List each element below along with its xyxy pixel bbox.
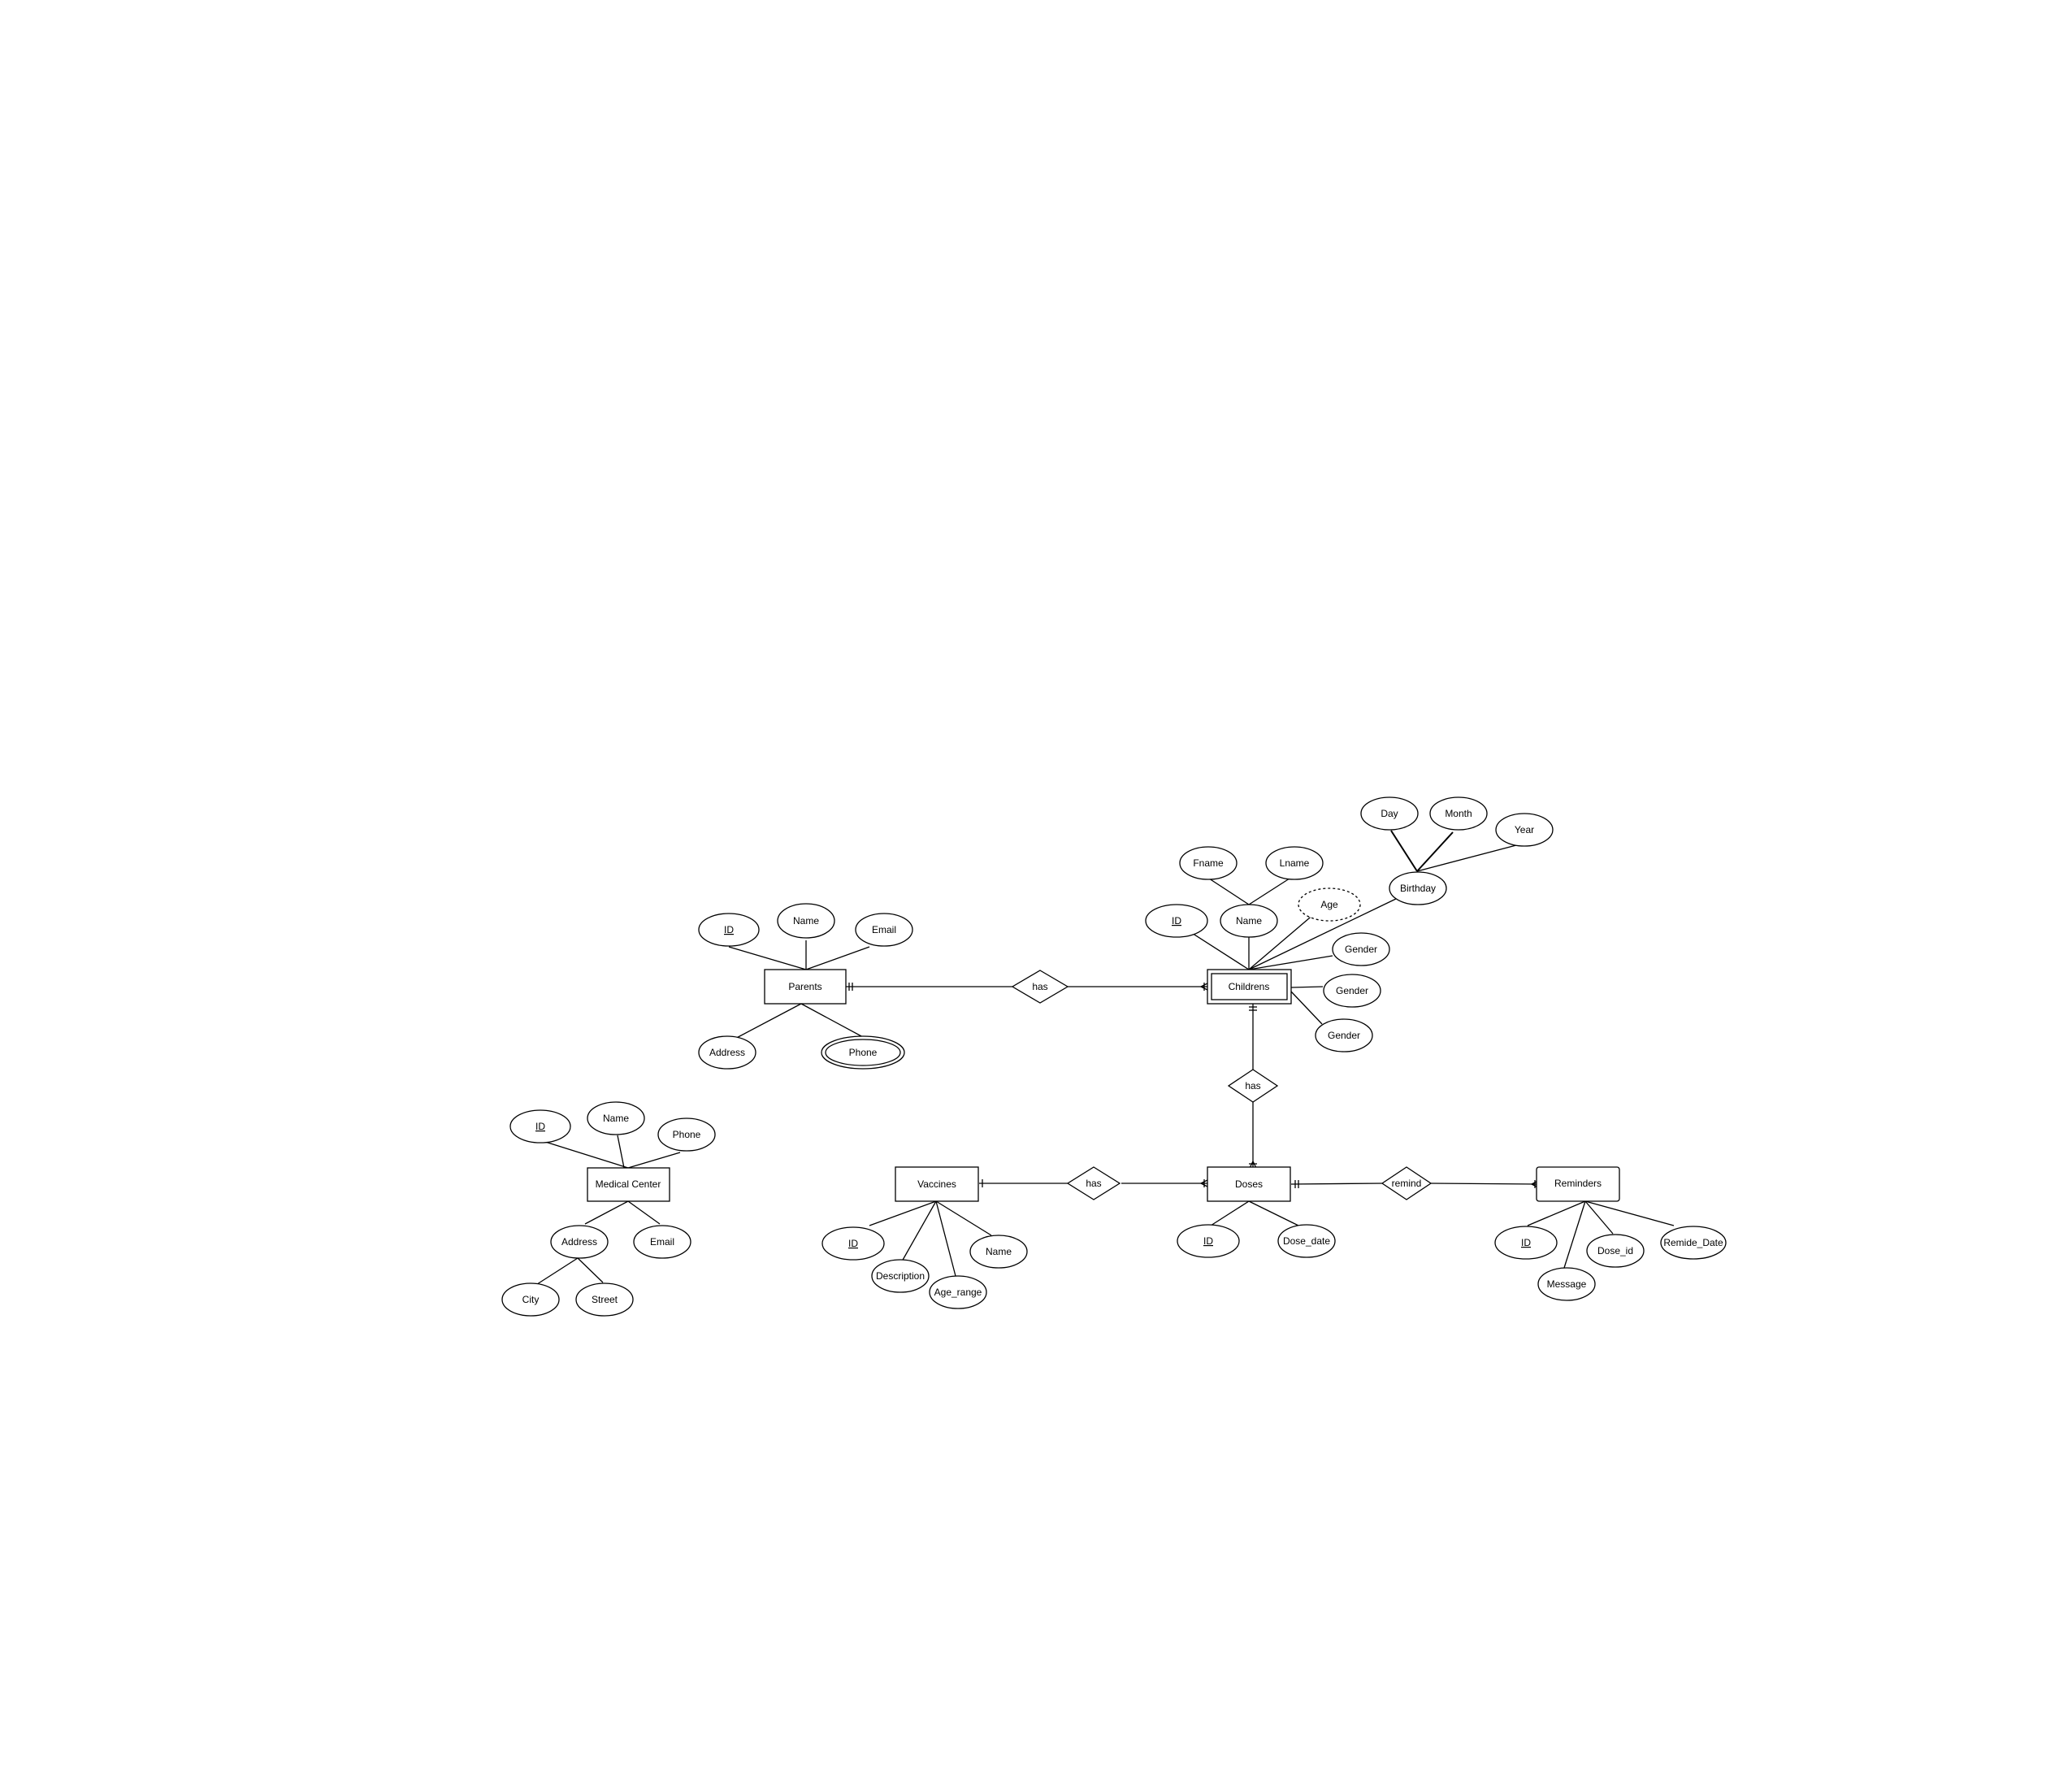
attribute-vaccines-name-label: Name (986, 1246, 1012, 1257)
attribute-parents-id[interactable]: ID (698, 913, 760, 947)
attribute-childrens-gender-2-label: Gender (1336, 985, 1368, 996)
attribute-childrens-fname[interactable]: Fname (1179, 846, 1238, 880)
attribute-childrens-name[interactable]: Name (1220, 904, 1278, 938)
attribute-childrens-gender-3-label: Gender (1328, 1030, 1360, 1041)
entity-reminders[interactable]: Reminders (1536, 1166, 1620, 1202)
entity-medical-center-label: Medical Center (596, 1178, 661, 1190)
attribute-parents-id-label: ID (724, 924, 734, 935)
entity-doses-label: Doses (1235, 1178, 1263, 1190)
attribute-medical-center-phone-label: Phone (673, 1129, 701, 1140)
relationship-childrens-doses-label: has (1245, 1080, 1260, 1091)
relationship-doses-reminders-label: remind (1392, 1178, 1422, 1189)
attribute-childrens-day-label: Day (1381, 808, 1398, 819)
attribute-reminders-dose-id[interactable]: Dose_id (1586, 1234, 1645, 1268)
attribute-doses-id-label: ID (1203, 1235, 1213, 1247)
attribute-childrens-age-label: Age (1320, 899, 1338, 910)
attribute-medical-center-id[interactable]: ID (509, 1109, 571, 1144)
attribute-childrens-age-derived[interactable]: Age (1298, 887, 1361, 922)
entity-childrens[interactable]: Childrens (1207, 969, 1292, 1005)
attribute-reminders-dose-id-label: Dose_id (1597, 1245, 1633, 1256)
attribute-doses-id[interactable]: ID (1177, 1224, 1240, 1258)
attribute-childrens-gender-1[interactable]: Gender (1332, 932, 1390, 966)
attribute-medical-center-id-label: ID (535, 1121, 545, 1132)
attribute-doses-dose-date[interactable]: Dose_date (1277, 1224, 1336, 1258)
entity-childrens-label: Childrens (1229, 981, 1270, 992)
attribute-vaccines-id[interactable]: ID (821, 1226, 885, 1261)
attribute-childrens-year-label: Year (1515, 824, 1534, 835)
attribute-medical-center-street[interactable]: Street (575, 1282, 634, 1317)
relationship-doses-reminders[interactable]: remind (1381, 1166, 1433, 1200)
attribute-medical-center-name-label: Name (603, 1113, 629, 1124)
attribute-reminders-id-label: ID (1521, 1237, 1531, 1248)
relationship-parents-childrens[interactable]: has (1011, 970, 1069, 1004)
attribute-vaccines-description[interactable]: Description (871, 1259, 930, 1293)
attribute-reminders-message[interactable]: Message (1537, 1267, 1596, 1301)
entity-vaccines-label: Vaccines (917, 1178, 956, 1190)
attribute-medical-center-email-label: Email (650, 1236, 674, 1248)
attribute-medical-center-name[interactable]: Name (587, 1101, 645, 1135)
attribute-childrens-lname[interactable]: Lname (1265, 846, 1324, 880)
attribute-childrens-birthday-label: Birthday (1400, 883, 1436, 894)
attribute-childrens-id-label: ID (1172, 915, 1181, 927)
attribute-reminders-remide-date[interactable]: Remide_Date (1660, 1226, 1727, 1260)
cardinality-marks (848, 983, 1539, 1188)
attribute-childrens-id[interactable]: ID (1145, 904, 1208, 938)
connector-lines (534, 830, 1675, 1287)
attribute-vaccines-age-range[interactable]: Age_range (929, 1275, 987, 1309)
attribute-doses-dose-date-label: Dose_date (1283, 1235, 1330, 1247)
relationship-vaccines-doses-label: has (1086, 1178, 1101, 1189)
entity-parents[interactable]: Parents (764, 969, 847, 1005)
attribute-childrens-day[interactable]: Day (1360, 796, 1419, 831)
attribute-childrens-gender-3[interactable]: Gender (1315, 1018, 1373, 1052)
attribute-parents-address[interactable]: Address (698, 1035, 756, 1070)
attribute-childrens-birthday[interactable]: Birthday (1389, 871, 1447, 905)
attribute-parents-email-label: Email (872, 924, 896, 935)
entity-parents-label: Parents (788, 981, 821, 992)
attribute-reminders-id[interactable]: ID (1494, 1226, 1558, 1260)
attribute-childrens-month[interactable]: Month (1429, 796, 1488, 831)
attribute-vaccines-age-range-label: Age_range (934, 1287, 982, 1298)
attribute-childrens-fname-label: Fname (1193, 857, 1224, 869)
attribute-parents-phone-label: Phone (849, 1047, 878, 1058)
attribute-vaccines-description-label: Description (876, 1270, 925, 1282)
attribute-childrens-month-label: Month (1445, 808, 1472, 819)
attribute-medical-center-email[interactable]: Email (633, 1225, 691, 1259)
attribute-parents-address-label: Address (709, 1047, 745, 1058)
attribute-parents-name-label: Name (793, 915, 819, 927)
attribute-vaccines-id-label: ID (848, 1238, 858, 1249)
attribute-reminders-message-label: Message (1547, 1278, 1587, 1290)
entity-reminders-label: Reminders (1554, 1178, 1602, 1189)
entity-doses[interactable]: Doses (1207, 1166, 1291, 1202)
entity-vaccines[interactable]: Vaccines (895, 1166, 979, 1202)
attribute-vaccines-name[interactable]: Name (969, 1235, 1028, 1269)
attribute-medical-center-street-label: Street (592, 1294, 618, 1305)
relationship-childrens-doses[interactable]: has (1227, 1069, 1279, 1103)
attribute-medical-center-address-label: Address (561, 1236, 597, 1248)
attribute-childrens-gender-1-label: Gender (1345, 944, 1377, 955)
relationship-vaccines-doses[interactable]: has (1066, 1166, 1121, 1200)
attribute-parents-phone-multivalued[interactable]: Phone (821, 1035, 905, 1070)
attribute-parents-name[interactable]: Name (777, 903, 835, 939)
attribute-childrens-gender-2[interactable]: Gender (1323, 974, 1381, 1008)
attribute-medical-center-city[interactable]: City (501, 1282, 560, 1317)
attribute-childrens-name-label: Name (1236, 915, 1262, 927)
attribute-childrens-lname-label: Lname (1280, 857, 1310, 869)
attribute-parents-email[interactable]: Email (855, 913, 913, 947)
attribute-reminders-remide-date-label: Remide_Date (1663, 1237, 1723, 1248)
relationship-parents-childrens-label: has (1032, 981, 1047, 992)
attribute-medical-center-phone[interactable]: Phone (657, 1118, 716, 1152)
attribute-childrens-year[interactable]: Year (1495, 813, 1554, 847)
attribute-medical-center-address[interactable]: Address (550, 1225, 609, 1259)
entity-medical-center[interactable]: Medical Center (587, 1167, 670, 1202)
attribute-medical-center-city-label: City (522, 1294, 540, 1305)
